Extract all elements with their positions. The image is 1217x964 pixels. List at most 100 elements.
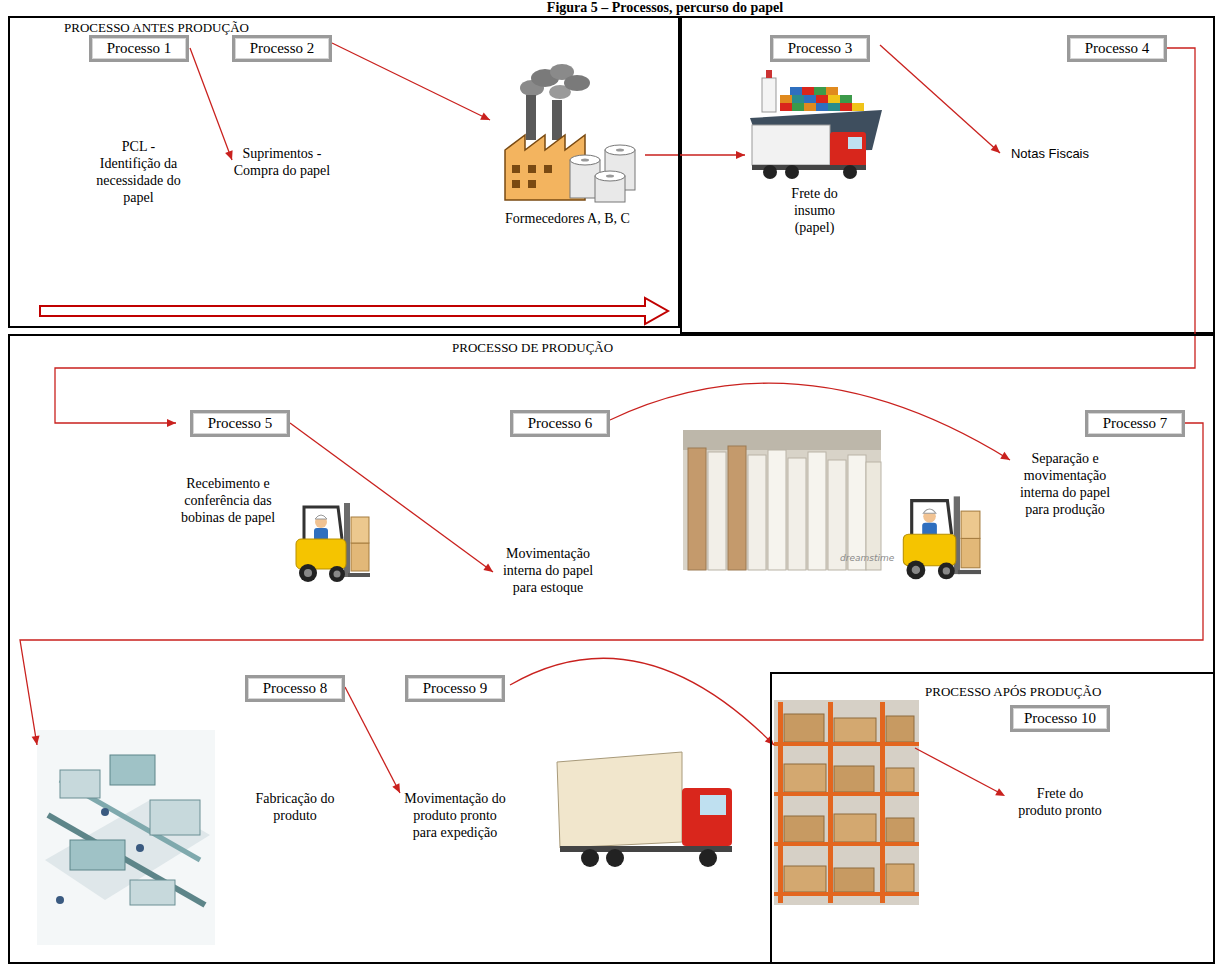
ship-truck-illustration-part [792,95,804,103]
paper-stock-photo-part [768,450,786,570]
process-band: PROCESSO APÓS PRODUÇÃOProcesso 10Frete d… [770,672,1215,964]
truck-illustration-part [557,752,682,848]
production-line-illustration-part [60,770,100,798]
production-line-illustration-part [56,896,64,904]
process-label: Processo 1 [89,35,189,62]
process-label: Processo 2 [232,35,332,62]
process-group: Processo 5Recebimento e conferência das … [176,410,290,560]
connector [290,423,493,572]
arrowhead [1000,452,1010,460]
factory-illustration-part [526,95,536,140]
paper-stock-photo [683,430,881,570]
connector-line [610,383,1010,460]
process-band: PROCESSO DE PRODUÇÃO Processo 5Recebiment… [8,334,1215,964]
truck-illustration-part [682,788,732,846]
warehouse-illustration-part [834,814,876,842]
ship-truck-illustration-part [830,132,866,170]
region-outline [681,17,1214,333]
process-group: Processo 10Frete do produto pronto [774,700,1110,905]
connector-line [645,154,745,155]
factory-illustration-part [606,175,614,178]
factory-illustration-part [595,171,625,181]
process-label: Processo 5 [190,410,290,437]
connector [610,383,1010,460]
truck-illustration-part [581,849,599,867]
warehouse-illustration-part [784,714,824,742]
factory-illustration-part [552,100,562,140]
process-label: Processo 10 [1010,705,1110,732]
warehouse-illustration-part [784,816,824,842]
ship-truck-illustration [750,70,882,179]
process-label: Processo 3 [770,35,870,62]
paper-stock-photo-part [728,446,746,570]
arrowhead [991,144,1000,153]
production-line-illustration-part [110,755,155,785]
warehouse-illustration-part [774,700,919,905]
warehouse-illustration-part [880,702,885,903]
production-line-illustration-part [150,800,200,835]
process-group: Processo 1 PCL - Identifição da necessida… [88,35,190,210]
warehouse-illustration-part [886,768,914,792]
arrowhead [483,563,493,572]
ship-truck-illustration-part [840,103,852,111]
ship-truck-illustration-part [840,95,852,103]
ship-truck-illustration-part [763,165,777,179]
process-group: Processo 3Frete do insumo (papel) [745,35,880,240]
warehouse-illustration-part [886,818,914,842]
ship-truck-illustration-part [848,137,862,149]
connector-line [332,43,490,120]
connector [510,658,774,745]
process-description: PCL - Identifição da necessidade do pape… [91,138,186,206]
ship-truck-illustration-part [826,87,838,95]
warehouse-illustration-part [784,866,826,892]
production-line-illustration-part [101,808,109,816]
connector-line [190,48,232,160]
process-label: Processo 9 [405,675,505,702]
connector-line [55,48,1195,423]
figure-caption: Formecedores A, B, C [490,210,645,227]
factory-illustration-part [544,165,552,173]
ship-truck-illustration-part [816,103,828,111]
connector-line [510,658,774,745]
warehouse-illustration-part [886,864,914,892]
warehouse-illustration-part [834,766,874,792]
process-group: Processo 9 Movimentação do produto pronto… [400,675,510,855]
ship-truck-illustration-part [814,87,826,95]
warehouse-illustration-part [886,716,914,742]
ship-truck-illustration-part [828,95,840,103]
process-label: Processo 7 [1085,410,1185,437]
ship-truck-illustration-part [780,103,792,111]
process-description: Suprimentos - Compra do papel [232,145,332,179]
process-group: Processo 4Notas Fiscais [1000,35,1167,165]
ship-truck-illustration-part [816,95,828,103]
ship-truck-illustration-part [802,87,814,95]
factory-illustration-part [581,159,589,162]
paper-stock-photo-part [683,430,881,450]
process-description: Fabricação do produto [245,790,345,824]
arrowhead [32,735,40,745]
production-line-illustration-part [70,840,125,870]
arrowhead [167,419,176,427]
connector [190,48,233,160]
ship-truck-illustration-part [790,87,802,95]
factory-illustration-part [605,145,635,155]
forklift-illustration [296,503,370,582]
arrowhead [392,783,400,793]
connector-line [290,423,493,572]
warehouse-illustration [774,700,919,905]
connector-line [880,45,1000,153]
process-description: Movimentação do produto pronto para expe… [400,790,510,841]
leader-arrow [915,748,1005,796]
ship-truck-illustration-part [843,165,857,179]
paper-stock-photo-part [748,455,766,570]
band-heading: PROCESSO DE PRODUÇÃO [452,340,613,355]
arrowhead [736,151,745,159]
truck-illustration-part [606,849,624,867]
ship-truck-illustration-part [792,103,804,111]
factory-illustration-part [616,149,624,152]
connector [880,45,1000,153]
warehouse-illustration-part [834,868,874,892]
paper-stock-photo-part [708,452,726,570]
